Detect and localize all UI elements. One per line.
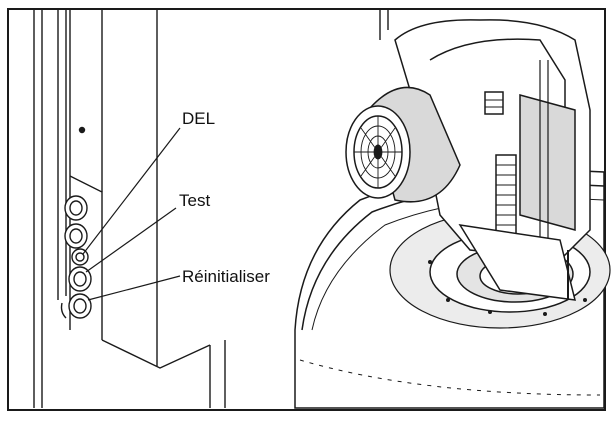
test-leader-line [85, 207, 177, 273]
callout-leaders [82, 127, 181, 301]
control-buttons [60, 195, 92, 319]
led-leader-line [82, 127, 181, 255]
reset-label: Réinitialiser [182, 267, 270, 286]
reset-leader-line [87, 275, 181, 301]
figure-frame [7, 8, 606, 411]
test-label: Test [179, 191, 210, 210]
blower-assembly [345, 19, 591, 301]
led-label: DEL [182, 109, 215, 128]
cabinet-panel [33, 10, 389, 408]
